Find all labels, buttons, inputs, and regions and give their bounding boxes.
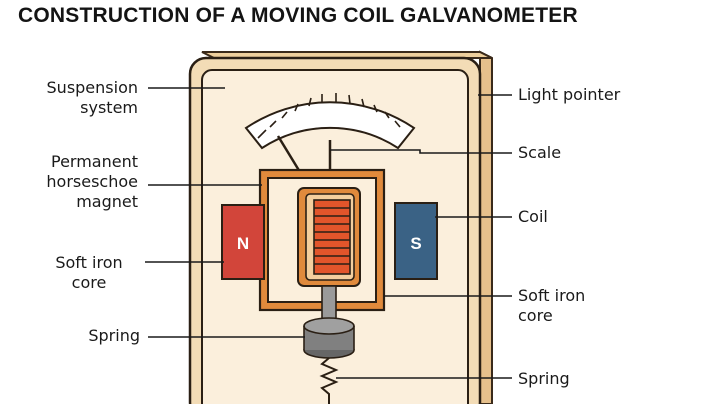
label-light-pointer: Light pointer <box>518 85 621 104</box>
leader-lines <box>145 87 512 379</box>
label-scale: Scale <box>518 143 562 162</box>
label-soft-iron-core-left: Soft iron core <box>40 253 138 293</box>
label-permanent-magnet: Permanent horseschoe magnet <box>20 152 138 212</box>
label-soft-iron-core-right: Soft iron core <box>518 286 585 326</box>
label-suspension-system: Suspension system <box>20 78 138 118</box>
north-pole-label: N <box>237 234 249 253</box>
scale <box>244 93 416 150</box>
diagram-title: CONSTRUCTION OF A MOVING COIL GALVANOMET… <box>18 4 578 27</box>
label-coil: Coil <box>518 207 548 226</box>
label-line: Soft iron <box>518 286 586 305</box>
label-line: horseschoe <box>46 172 138 191</box>
spring-coil <box>319 357 339 404</box>
north-pole <box>221 204 265 280</box>
label-line: Permanent <box>50 152 138 171</box>
label-spring-left: Spring <box>88 326 140 345</box>
label-line: magnet <box>76 192 138 211</box>
label-line: Suspension <box>46 78 138 97</box>
label-line: core <box>518 306 553 325</box>
label-line: Soft iron <box>55 253 123 272</box>
coil-windings <box>314 207 350 265</box>
coil <box>297 187 361 287</box>
south-pole-label: S <box>410 234 421 253</box>
label-line: core <box>71 273 107 292</box>
scale-ticks <box>257 93 401 139</box>
casing-side <box>479 50 493 404</box>
spring-assembly <box>303 285 355 404</box>
south-pole <box>394 202 438 280</box>
label-spring-right: Spring <box>518 369 570 388</box>
label-line: system <box>80 98 138 117</box>
casing-top-edge <box>201 51 493 59</box>
